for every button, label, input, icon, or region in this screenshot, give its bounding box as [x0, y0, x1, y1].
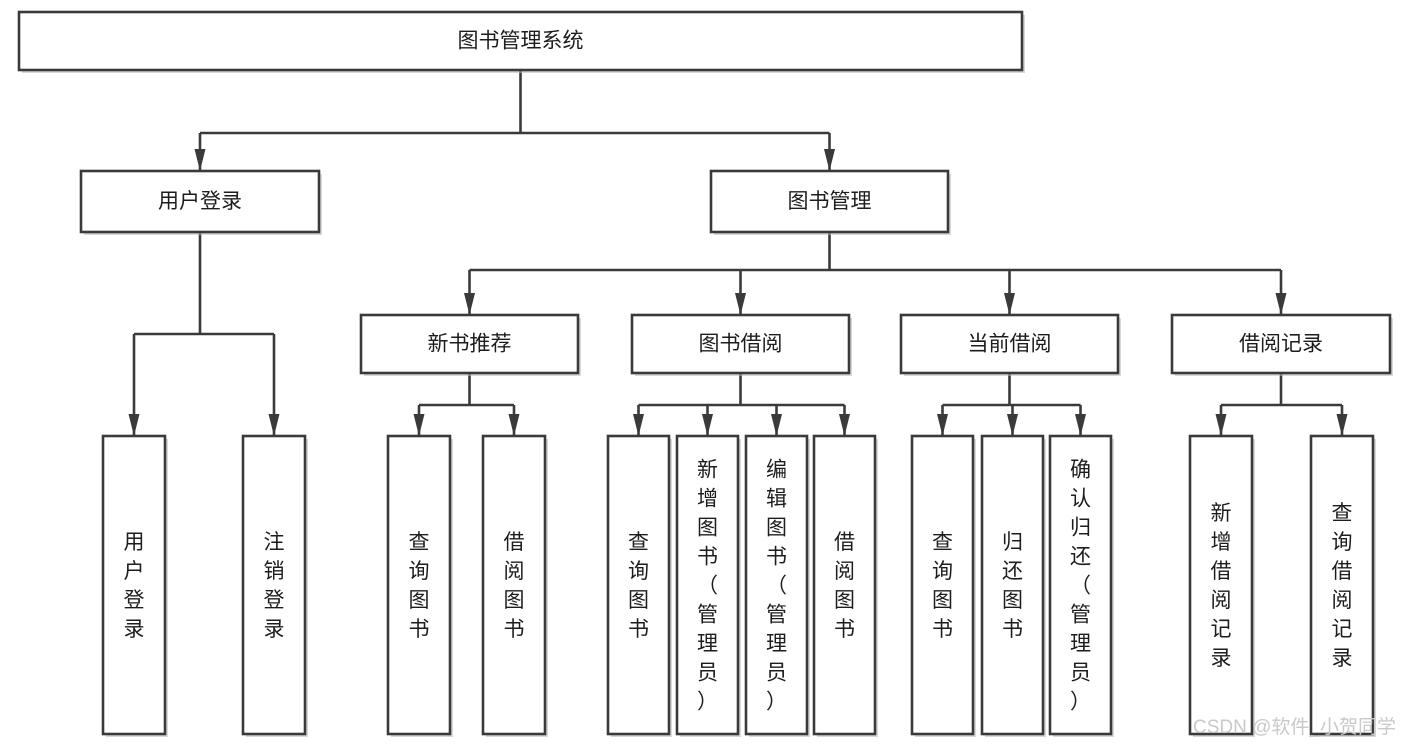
connectors-layer: [128, 70, 1348, 436]
boxes-layer: 图书管理系统用户登录用户登录注销登录图书管理新书推荐查询图书借阅图书图书借阅查询…: [17, 10, 1393, 737]
arrow-head-user-login-0: [128, 414, 140, 436]
arrow-head-book-management-3: [1275, 293, 1287, 315]
node-root[interactable]: 图书管理系统: [17, 10, 1025, 73]
node-label-query-book-2: 查询图书: [628, 531, 649, 641]
node-label-new-book-recommend: 新书推荐: [428, 333, 512, 356]
node-user-logout[interactable]: 注销登录: [241, 434, 308, 737]
node-label-user-login: 用户登录: [158, 190, 242, 213]
arrow-head-user-login-1: [268, 414, 280, 436]
arrow-head-borrow-records-1: [1336, 414, 1348, 436]
arrow-head-book-management-2: [1004, 293, 1015, 315]
node-return-book[interactable]: 归还图书: [980, 434, 1046, 737]
arrow-head-borrow-records-0: [1215, 414, 1227, 436]
node-borrow-book-1[interactable]: 借阅图书: [481, 434, 548, 737]
node-new-book-recommend[interactable]: 新书推荐: [359, 313, 581, 376]
node-current-borrow[interactable]: 当前借阅: [899, 313, 1121, 376]
node-book-borrow[interactable]: 图书借阅: [630, 313, 852, 376]
node-label-user-login-do: 用户登录: [124, 531, 145, 641]
node-user-login-do[interactable]: 用户登录: [101, 434, 168, 737]
arrow-head-current-borrow-1: [1007, 414, 1018, 436]
node-book-management[interactable]: 图书管理: [709, 169, 951, 235]
node-label-query-borrow-record: 查询借阅记录: [1332, 502, 1353, 670]
node-label-book-management: 图书管理: [788, 190, 872, 213]
arrow-head-root-0: [194, 149, 206, 171]
node-label-query-book-1: 查询图书: [409, 531, 430, 641]
arrow-head-current-borrow-2: [1075, 414, 1086, 436]
node-label-user-logout: 注销登录: [264, 531, 285, 641]
arrow-head-book-management-1: [735, 293, 746, 315]
node-label-book-borrow: 图书借阅: [699, 333, 783, 356]
node-query-book-3[interactable]: 查询图书: [910, 434, 976, 737]
arrow-head-book-borrow-2: [771, 414, 782, 436]
arrow-head-book-borrow-0: [633, 414, 644, 436]
node-query-borrow-record[interactable]: 查询借阅记录: [1309, 434, 1376, 737]
node-label-current-borrow: 当前借阅: [968, 333, 1052, 356]
node-add-borrow-record[interactable]: 新增借阅记录: [1188, 434, 1255, 737]
node-label-query-book-3: 查询图书: [932, 531, 953, 641]
node-label-confirm-return: 确认归还（管理员）: [1070, 459, 1091, 714]
csdn-watermark: CSDN @软件_小贺同学: [1193, 716, 1396, 738]
arrow-head-book-management-0: [464, 293, 475, 315]
node-label-borrow-book-2: 借阅图书: [834, 531, 855, 641]
node-query-book-2[interactable]: 查询图书: [606, 434, 672, 737]
arrow-head-new-book-recommend-1: [508, 414, 520, 436]
node-label-add-book: 新增图书（管理员）: [697, 459, 718, 714]
node-label-borrow-book-1: 借阅图书: [504, 531, 525, 641]
node-borrow-records[interactable]: 借阅记录: [1170, 313, 1393, 376]
arrow-head-current-borrow-0: [937, 414, 948, 436]
node-user-login[interactable]: 用户登录: [79, 169, 322, 235]
node-label-root: 图书管理系统: [458, 30, 584, 53]
arrow-head-root-1: [824, 149, 835, 171]
node-label-add-borrow-record: 新增借阅记录: [1211, 502, 1232, 670]
node-edit-book[interactable]: 编辑图书（管理员）: [744, 434, 810, 737]
node-query-book-1[interactable]: 查询图书: [386, 434, 453, 737]
node-label-return-book: 归还图书: [1002, 531, 1023, 641]
node-label-edit-book: 编辑图书（管理员）: [766, 459, 787, 714]
node-label-borrow-records: 借阅记录: [1239, 333, 1323, 356]
node-confirm-return[interactable]: 确认归还（管理员）: [1048, 434, 1114, 737]
arrow-head-book-borrow-1: [702, 414, 713, 436]
node-add-book[interactable]: 新增图书（管理员）: [675, 434, 741, 737]
arrow-head-new-book-recommend-0: [413, 414, 425, 436]
node-borrow-book-2[interactable]: 借阅图书: [812, 434, 878, 737]
arrow-head-book-borrow-3: [839, 414, 850, 436]
